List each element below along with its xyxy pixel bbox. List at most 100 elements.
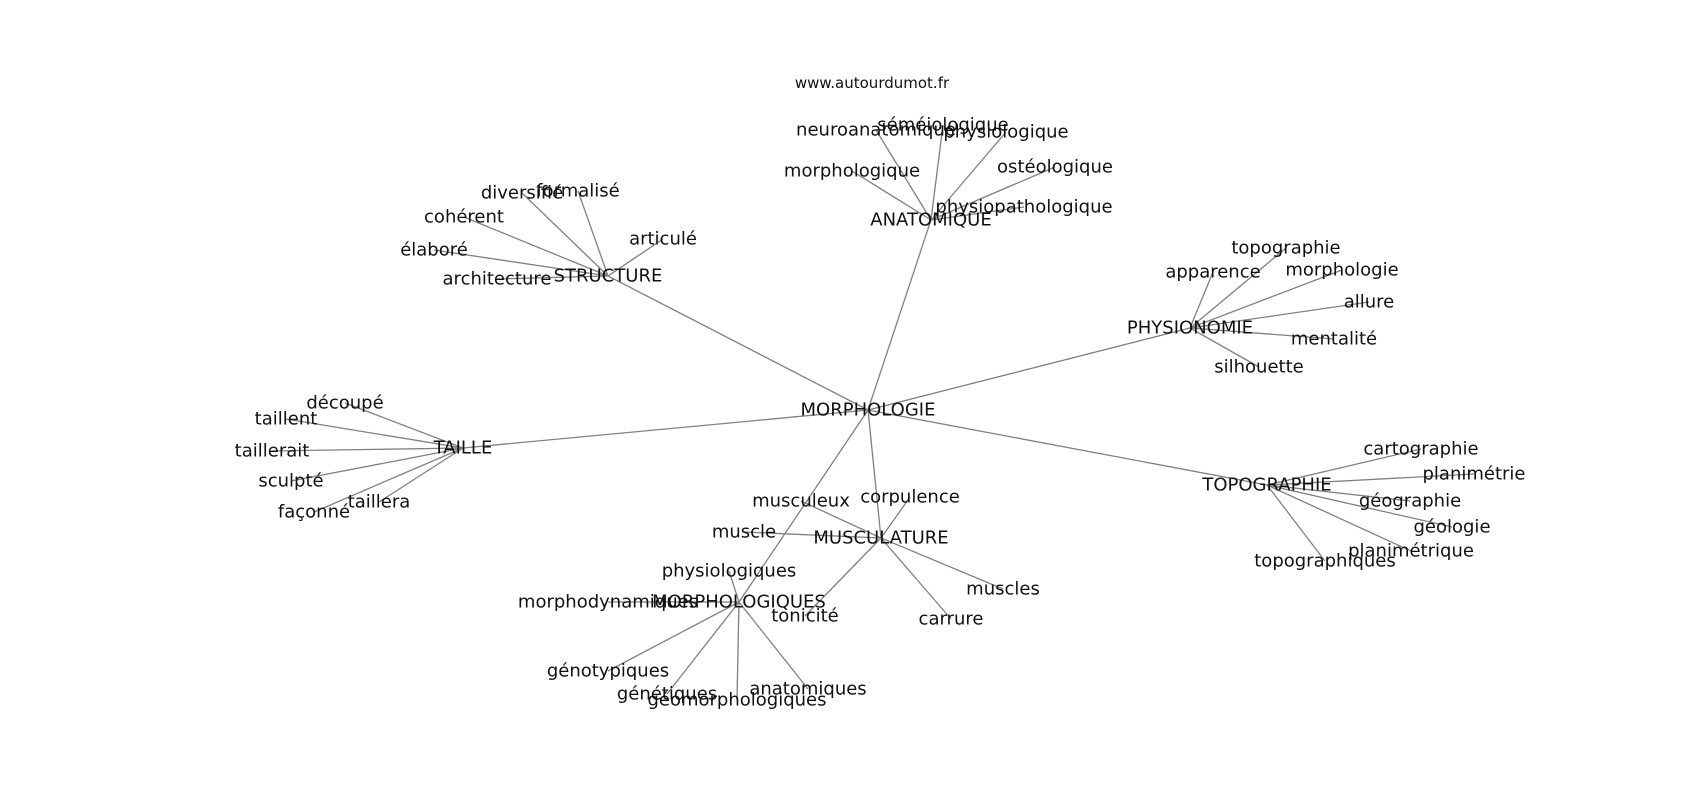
edge-morphologiques-leaf [607,601,740,672]
leaf-node: ostéologique [997,157,1113,178]
edge-taille-leaf [313,447,464,513]
edge-musculature-leaf [804,537,882,617]
leaf-node: génotypiques [547,661,669,682]
leaf-node: muscles [966,579,1040,600]
edge-taille-leaf [290,447,464,482]
edge-musculature-leaf [880,537,1004,590]
leaf-node: taillent [255,409,318,430]
leaf-node: taillerait [235,441,310,462]
leaf-node: génétiques [617,684,717,705]
leaf-node: allure [1344,292,1395,313]
hub-node-musculature: MUSCULATURE [813,528,948,549]
edge-musculature-leaf [800,500,882,539]
edge-physionomie-leaf [1189,247,1287,329]
edge-structure-leaf [521,192,609,277]
edge-musculature-leaf [743,531,882,539]
leaf-node: géographie [1359,491,1461,512]
leaf-node: architecture [443,269,552,290]
leaf-node: cohérent [424,207,504,228]
edge-physionomie-leaf [1189,327,1260,368]
edges-layer [271,124,1475,701]
leaf-node: taillera [348,492,411,513]
edge-morphologiques-leaf [728,570,740,603]
edge-anatomique-leaf [930,124,944,221]
leaf-node: diversifié [481,183,563,204]
leaf-node: géologie [1413,517,1490,538]
labels-layer: MORPHOLOGIE ANATOMIQUE neuroanatomiquesémé… [235,115,1526,711]
leaf-node: tonicité [771,606,839,627]
leaf-node: élaboré [400,240,468,261]
edge-structure-leaf [496,275,609,280]
leaf-node: silhouette [1214,357,1303,378]
edge-physionomie-leaf [1189,327,1335,340]
edge-anatomique-leaf [930,206,1025,221]
center-node: MORPHOLOGIE [801,400,936,421]
edge-physionomie-leaf [1189,271,1214,329]
edge-topographie-leaf [1266,484,1453,528]
leaf-node: géomorphologiques [647,690,826,711]
edge-anatomique-leaf [875,129,932,221]
hub-node-topographie: TOPOGRAPHIE [1201,475,1331,496]
leaf-node: cartographie [1363,439,1478,460]
edge-structure-leaf [463,216,609,277]
leaf-node: musculeux [752,491,850,512]
edge-structure-leaf [607,238,664,277]
leaf-node: formalisé [536,181,619,202]
edge-center-morphologiques [738,409,869,603]
leaf-node: topographie [1231,238,1340,259]
leaf-node: physiologique [943,122,1068,143]
source-label[interactable]: www.autourdumot.fr [795,74,950,92]
edge-taille-leaf [378,447,464,503]
leaf-node: planimétrie [1422,464,1525,485]
edge-topographie-leaf [1266,473,1475,486]
leaf-node: sculpté [258,471,323,492]
leaf-node: apparence [1165,262,1260,283]
edge-morphologiques-leaf [666,601,740,695]
hub-node-taille: TAILLE [433,438,493,459]
edge-taille-leaf [271,447,464,452]
edge-topographie-leaf [1266,448,1422,486]
leaf-node: anatomiques [749,679,866,700]
leaf-node: physiologiques [662,561,797,582]
leaf-node: corpulence [860,487,960,508]
leaf-node: façonné [278,502,350,523]
edge-structure-leaf [577,190,609,277]
edge-topographie-leaf [1266,484,1412,552]
hub-node-morphologiques: MORPHOLOGIQUES [652,592,826,613]
leaf-node: physiopathologique [935,197,1112,218]
hub-node-structure: STRUCTURE [554,266,663,287]
edge-physionomie-leaf [1189,301,1370,329]
edge-physionomie-leaf [1189,269,1343,329]
edge-morphologiques-leaf [738,601,809,690]
edge-topographie-leaf [1266,484,1326,562]
hub-node-anatomique: ANATOMIQUE [870,210,991,231]
edge-anatomique-leaf [851,170,932,221]
edge-center-physionomie [867,327,1191,411]
leaf-node: morphologie [1285,260,1398,281]
edge-musculature-leaf [880,496,911,539]
leaf-node: carrure [919,609,984,630]
edge-anatomique-leaf [930,166,1056,221]
edge-center-taille [462,409,869,449]
hub-node-physionomie: PHYSIONOMIE [1127,318,1253,339]
edge-center-musculature [867,409,882,539]
edge-taille-leaf [285,418,464,449]
leaf-node: séméiologique [877,115,1008,136]
leaf-node: articulé [629,229,697,250]
leaf-node: morphologique [784,161,920,182]
edge-musculature-leaf [880,537,952,620]
leaf-node: planimétrique [1348,541,1474,562]
leaf-node: mentalité [1291,329,1377,350]
leaf-node: découpé [306,393,383,414]
leaf-node: morphodynamiques [518,592,698,613]
edge-center-topographie [867,409,1268,486]
edge-taille-leaf [344,402,464,449]
edge-anatomique-leaf [930,131,1007,221]
edge-structure-leaf [433,249,609,277]
leaf-node: neuroanatomique [796,120,956,141]
edge-center-structure [607,275,869,411]
leaf-node: topographiques [1254,551,1396,572]
edge-topographie-leaf [1266,484,1411,502]
edge-center-anatomique [867,219,932,411]
